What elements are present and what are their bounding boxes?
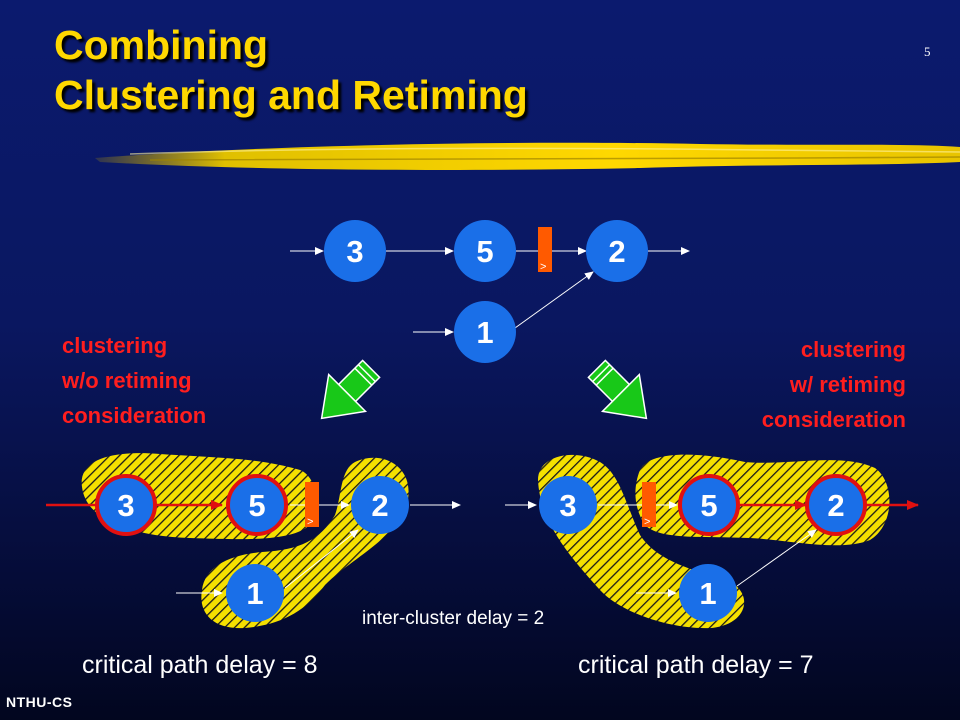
label-right-clustering: clustering w/ retiming consideration [660,332,906,437]
footer-logo-text: NTHU-CS [6,694,73,710]
node-label: 2 [608,234,625,269]
critical-path-right: critical path delay = 7 [578,651,814,679]
node-label: 1 [246,576,263,611]
register [538,227,552,272]
register-symbol: > [644,516,650,528]
slide-title: Combining Clustering and Retiming [54,20,528,120]
label-left-line-3: consideration [62,403,207,428]
label-left-line-1: clustering [62,333,168,358]
green-arrow-right-icon [587,359,648,420]
node-label: 2 [371,488,388,523]
node-5: 5 [678,474,740,536]
label-left-line-2: w/o retiming [62,368,192,393]
node-label: 5 [476,234,493,269]
inter-cluster-delay-label: inter-cluster delay = 2 [362,608,545,629]
node-1: 1 [679,564,737,622]
node-label: 2 [827,488,844,523]
right-graph: > 3 5 2 1 [505,454,919,629]
edge-1-2 [514,271,594,329]
title-line-2: Clustering and Retiming [54,72,528,118]
node-label: 3 [117,488,134,523]
top-graph: > 3 5 2 1 [290,220,690,363]
register-symbol: > [540,261,546,273]
node-2: 2 [351,476,409,534]
label-right-line-1: clustering [800,337,906,362]
page-number: 5 [924,44,931,59]
register-symbol: > [307,516,313,528]
critical-path-left: critical path delay = 8 [82,651,318,679]
node-label: 1 [476,315,493,350]
label-right-line-2: w/ retiming [789,372,906,397]
label-right-line-3: consideration [761,407,906,432]
node-3: 3 [324,220,386,282]
edge-1-2 [284,529,359,589]
green-arrow-left-icon [320,359,381,420]
node-5: 5 [454,220,516,282]
label-left-clustering: clustering w/o retiming consideration [62,328,206,433]
register [642,482,656,527]
title-line-1: Combining [54,22,269,68]
node-3: 3 [539,476,597,534]
node-2: 2 [586,220,648,282]
register [305,482,319,527]
node-label: 3 [346,234,363,269]
edge-1-2 [736,529,817,587]
left-graph: > 3 5 2 1 [46,453,461,629]
node-2: 2 [805,474,867,536]
node-5: 5 [226,474,288,536]
node-3: 3 [95,474,157,536]
node-1: 1 [454,301,516,363]
node-label: 5 [248,488,265,523]
node-label: 1 [699,576,716,611]
node-label: 5 [700,488,717,523]
title-underline-brush [95,142,960,170]
node-label: 3 [559,488,576,523]
node-1: 1 [226,564,284,622]
